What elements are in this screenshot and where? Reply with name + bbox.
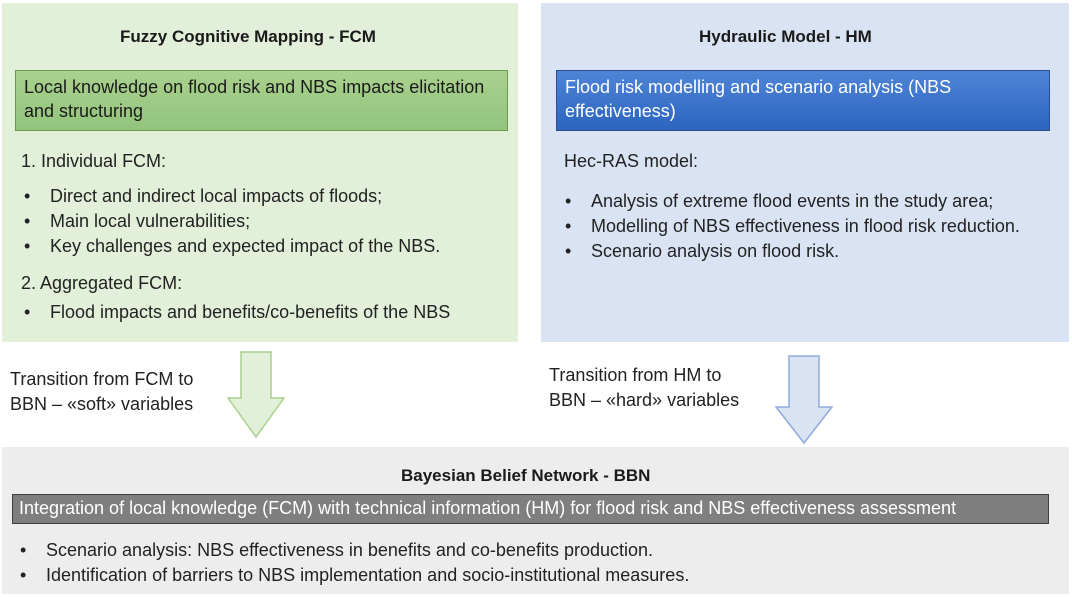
bullet-icon: • <box>565 241 572 261</box>
fcm-headline-box: Local knowledge on flood risk and NBS im… <box>15 70 508 131</box>
fcm-transition-label: Transition from FCM to BBN – «soft» vari… <box>10 367 193 417</box>
bbn-list: • Scenario analysis: NBS effectiveness in… <box>16 538 1056 588</box>
list-item-text: Flood impacts and benefits/co-benefits o… <box>50 302 451 322</box>
bullet-icon: • <box>24 302 31 322</box>
list-item: • Main local vulnerabilities; <box>20 209 510 234</box>
bbn-title: Bayesian Belief Network - BBN <box>401 466 651 485</box>
hm-down-arrow-icon <box>774 355 834 445</box>
list-item-text: Scenario analysis on flood risk. <box>591 241 840 261</box>
bullet-icon: • <box>565 191 572 211</box>
fcm-transition-line2: BBN – «soft» variables <box>10 394 194 414</box>
hm-section1-heading: Hec-RAS model: <box>564 151 699 171</box>
fcm-section2-list: • Flood impacts and benefits/co-benefits … <box>20 300 510 325</box>
fcm-down-arrow-icon <box>226 351 286 439</box>
list-item-text: Modelling of NBS effectiveness in flood … <box>591 216 1020 236</box>
list-item-text: Direct and indirect local impacts of flo… <box>50 186 383 206</box>
bbn-headline-box: Integration of local knowledge (FCM) wit… <box>12 494 1049 524</box>
hm-transition-line1: Transition from HM to <box>549 365 722 385</box>
list-item: • Flood impacts and benefits/co-benefits … <box>20 300 510 325</box>
bullet-icon: • <box>565 216 572 236</box>
hm-headline-box: Flood risk modelling and scenario analys… <box>556 70 1050 131</box>
list-item: • Direct and indirect local impacts of fl… <box>20 184 510 209</box>
list-item: • Scenario analysis: NBS effectiveness in… <box>16 538 1056 563</box>
list-item-text: Main local vulnerabilities; <box>50 211 251 231</box>
fcm-transition-line1: Transition from FCM to <box>10 369 194 389</box>
list-item: • Scenario analysis on flood risk. <box>561 239 1051 264</box>
hm-transition-line2: BBN – «hard» variables <box>549 390 740 410</box>
bullet-icon: • <box>24 236 31 256</box>
bullet-icon: • <box>24 211 31 231</box>
hm-panel: Hydraulic Model - HM Flood risk modellin… <box>541 3 1069 342</box>
list-item: • Analysis of extreme flood events in the… <box>561 189 1051 214</box>
fcm-title: Fuzzy Cognitive Mapping - FCM <box>120 27 376 46</box>
fcm-section1-list: • Direct and indirect local impacts of fl… <box>20 184 510 259</box>
fcm-section2-heading: 2. Aggregated FCM: <box>21 273 183 293</box>
fcm-panel: Fuzzy Cognitive Mapping - FCM Local know… <box>2 3 518 342</box>
fcm-section1-heading: 1. Individual FCM: <box>21 151 167 171</box>
bbn-panel: Bayesian Belief Network - BBN Integratio… <box>2 447 1069 594</box>
list-item: • Identification of barriers to NBS imple… <box>16 563 1056 588</box>
list-item-text: Key challenges and expected impact of th… <box>50 236 441 256</box>
bullet-icon: • <box>20 540 27 560</box>
list-item-text: Analysis of extreme flood events in the … <box>591 191 994 211</box>
bullet-icon: • <box>20 565 27 585</box>
list-item: • Modelling of NBS effectiveness in flood… <box>561 214 1051 239</box>
list-item-text: Scenario analysis: NBS effectiveness in … <box>46 540 654 560</box>
list-item-text: Identification of barriers to NBS implem… <box>46 565 690 585</box>
bullet-icon: • <box>24 186 31 206</box>
list-item: • Key challenges and expected impact of t… <box>20 234 510 259</box>
hm-section1-list: • Analysis of extreme flood events in the… <box>561 189 1051 264</box>
hm-transition-label: Transition from HM to BBN – «hard» varia… <box>549 363 739 413</box>
hm-title: Hydraulic Model - HM <box>699 27 872 46</box>
